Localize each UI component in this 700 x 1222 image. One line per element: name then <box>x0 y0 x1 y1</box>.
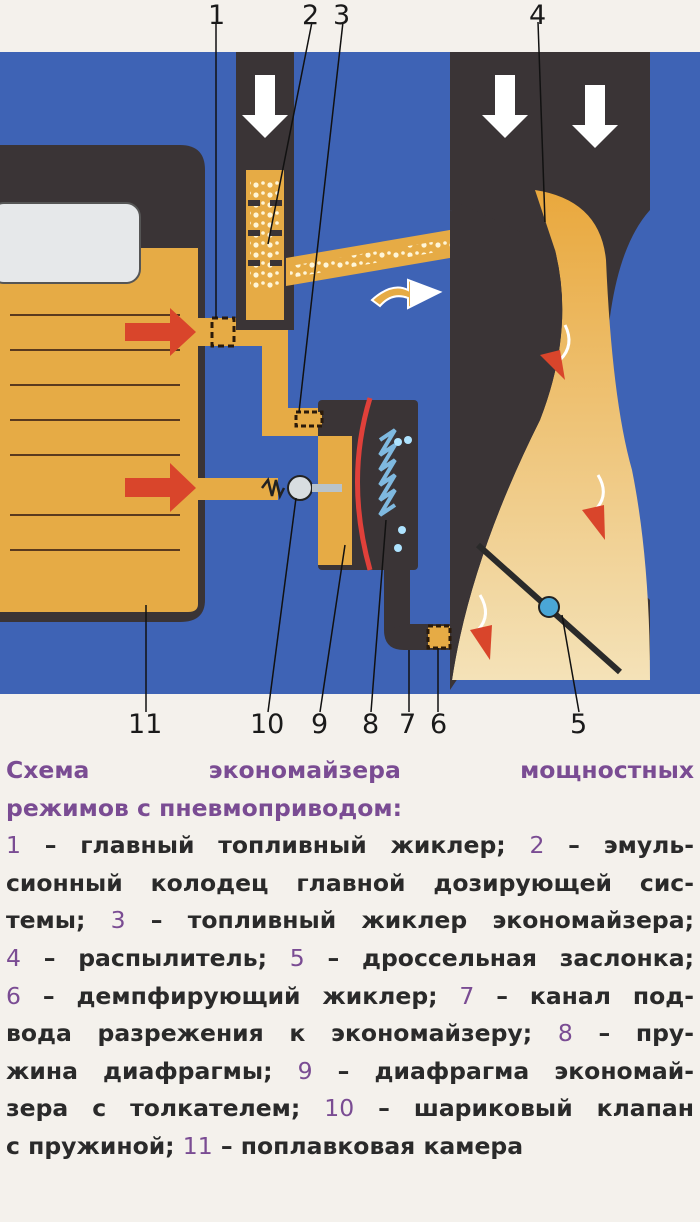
label-6: 6 <box>430 709 447 740</box>
air-inlet-arrow <box>572 85 618 148</box>
economizer-diagram: 1 2 3 4 11 10 9 8 7 6 5 <box>0 0 700 740</box>
fuel-flow-arrow <box>125 308 196 356</box>
legend-text: – распылитель; <box>20 943 290 972</box>
label-11: 11 <box>128 709 162 740</box>
label-4: 4 <box>529 0 546 31</box>
legend-text: – главный топливный жиклер; <box>20 831 530 860</box>
legend-number: 8 <box>557 1019 573 1048</box>
fuel-flow-arrow <box>125 463 196 512</box>
float <box>0 202 141 284</box>
label-9: 9 <box>311 709 328 740</box>
legend-text: – пру- <box>572 1019 695 1048</box>
legend-text: с пружиной; <box>6 1131 183 1160</box>
legend-number: 5 <box>289 943 305 972</box>
air-inlet-arrow <box>242 75 288 138</box>
label-7: 7 <box>399 709 416 740</box>
legend-number: 4 <box>6 943 21 972</box>
caption-legend-line: зера с толкателем; 10 – шариковый клапан <box>6 1090 694 1128</box>
legend-text: – поплавковая камера <box>212 1131 524 1160</box>
caption-legend: 1 – главный топливный жиклер; 2 – эмуль-… <box>6 827 694 1165</box>
legend-number: 2 <box>529 831 545 860</box>
diaphragm <box>355 397 373 571</box>
legend-number: 6 <box>6 981 21 1010</box>
legend-number: 7 <box>459 981 475 1010</box>
legend-text: – демпфирующий жиклер; <box>20 981 460 1010</box>
caption-legend-line: вода разрежения к экономайзеру; 8 – пру- <box>6 1015 694 1053</box>
caption-legend-line: жина диафрагмы; 9 – диафрагма экономай- <box>6 1053 694 1091</box>
label-5: 5 <box>570 709 587 740</box>
caption-legend-line: темы; 3 – топливный жиклер экономайзера; <box>6 902 694 940</box>
leader-lines <box>145 21 580 713</box>
caption-legend-line: сионный колодец главной дозирующей сис- <box>6 865 694 903</box>
label-8: 8 <box>362 709 379 740</box>
legend-text: жина диафрагмы; <box>6 1056 298 1085</box>
caption-title-line: режимов с пневмоприводом: <box>6 793 403 822</box>
caption-title-line: Схема экономайзера мощностных <box>6 756 694 784</box>
legend-text: темы; <box>6 906 111 935</box>
legend-number: 10 <box>324 1094 355 1123</box>
legend-text: – дроссельная заслонка; <box>304 943 694 972</box>
label-3: 3 <box>333 0 350 31</box>
label-1: 1 <box>208 0 225 31</box>
diaphragm-spring <box>378 428 412 552</box>
legend-text: сионный колодец главной дозирующей сис- <box>6 868 694 897</box>
economizer-body <box>294 400 418 570</box>
caption-legend-line: с пружиной; 11 – поплавковая камера <box>6 1128 694 1166</box>
emulsion-well <box>236 52 294 330</box>
legend-text: вода разрежения к экономайзеру; <box>6 1019 558 1048</box>
carburetor-venturi <box>450 52 650 690</box>
ball-valve <box>261 475 342 501</box>
float-chamber <box>0 145 205 622</box>
caption-legend-line: 6 – демпфирующий жиклер; 7 – канал под- <box>6 978 694 1016</box>
damping-jet <box>426 624 452 650</box>
legend-number: 3 <box>110 906 126 935</box>
legend-text: – топливный жиклер экономайзера; <box>125 906 694 935</box>
legend-text: зера с толкателем; <box>6 1094 325 1123</box>
vacuum-channel <box>384 560 452 650</box>
legend-number: 11 <box>182 1131 213 1160</box>
main-fuel-jet <box>210 316 236 348</box>
caption-legend-line: 4 – распылитель; 5 – дроссельная заслонк… <box>6 940 694 978</box>
legend-text: – шариковый клапан <box>354 1094 694 1123</box>
throttle-axle <box>538 596 560 618</box>
label-2: 2 <box>302 0 319 31</box>
caption: Схема экономайзера мощностных режимов с … <box>6 752 694 1166</box>
legend-text: – диафрагма экономай- <box>312 1056 694 1085</box>
legend-number: 1 <box>6 831 21 860</box>
caption-legend-line: 1 – главный топливный жиклер; 2 – эмуль- <box>6 827 694 865</box>
air-inlet-arrow <box>482 75 528 138</box>
legend-text: – эмуль- <box>544 831 694 860</box>
legend-text: – канал под- <box>474 981 694 1010</box>
mixture-flow-arrows <box>470 324 605 660</box>
legend-number: 9 <box>297 1056 313 1085</box>
label-10: 10 <box>250 709 284 740</box>
